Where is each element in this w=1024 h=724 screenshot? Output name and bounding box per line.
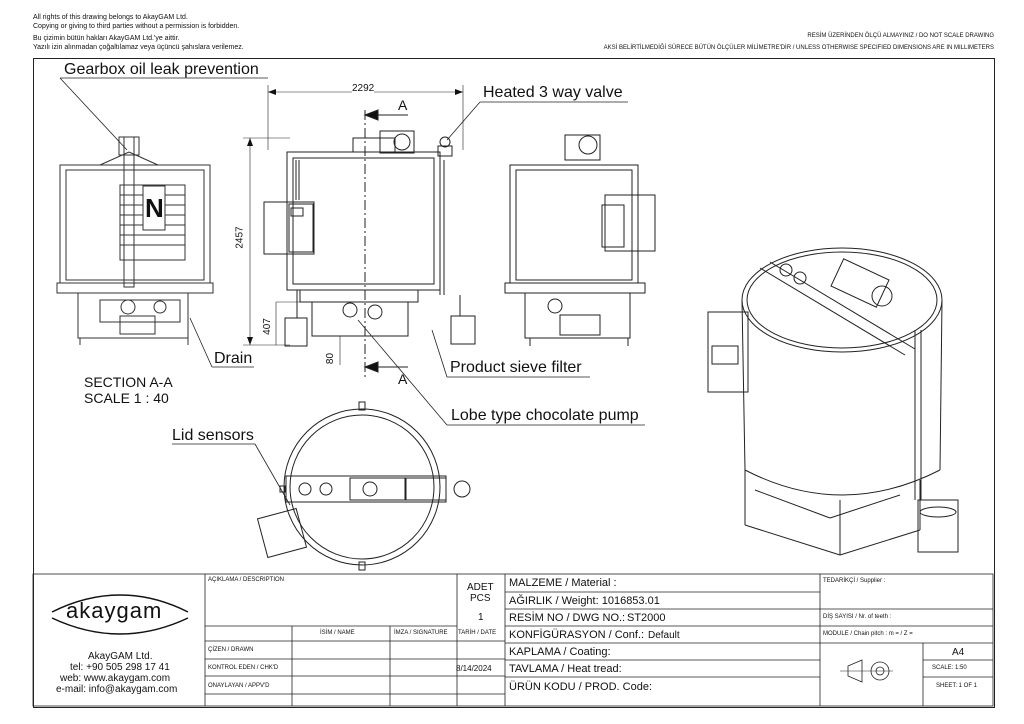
company-name: AkayGAM Ltd. [88,651,153,662]
supplier-label: TEDARİKÇİ / Supplier : [823,578,886,584]
rights-line-4: Yazılı izin alınmadan çoğaltılamaz veya … [33,44,244,51]
qty-label-2: PCS [470,593,491,604]
callout-lid-sensors: Lid sensors [172,427,254,444]
top-view [256,401,471,571]
prod-label: ÜRÜN KODU / PROD. Code: [509,681,653,693]
dim-height: 2457 [234,226,246,249]
conf-value: Default [648,630,680,641]
callout-leaders [59,77,645,506]
drawn-label: ÇİZEN / DRAWN [208,647,254,653]
units-note: AKSİ BELİRTİLMEDİĞİ SÜRECE BÜTÜN ÖLÇÜLER… [603,45,994,51]
dim-width: 2292 [352,83,375,94]
side-view [504,134,656,346]
date-value: 8/14/2024 [456,664,492,673]
title-block-grid [32,573,994,707]
dwg-value: ST2000 [627,612,666,624]
date-label: TARİH / DATE [458,630,497,636]
material-label: MALZEME / Material : [509,577,617,589]
callout-sieve-filter: Product sieve filter [450,359,582,376]
company-web: web: www.akaygam.com [60,673,171,684]
panel-letter: N [145,193,164,223]
section-view [56,136,214,345]
company-email: e-mail: info@akaygam.com [56,684,178,695]
dim-foot: 80 [325,352,337,365]
conf-label: KONFİGÜRASYON / Conf.: [509,629,645,641]
front-view [243,85,476,380]
dim-base: 407 [261,318,273,335]
teeth-label: DİŞ SAYISI / Nr. of teeth : [823,614,892,620]
module-label: MODULE / Chain pitch : m = / Z = [823,631,913,637]
paper-size: A4 [952,647,965,658]
signature-label: İMZA / SIGNATURE [394,630,448,636]
checked-label: KONTROL EDEN / CHK'D [208,665,279,671]
no-scale-note: RESİM ÜZERİNDEN ÖLÇÜ ALMAYINIZ / DO NOT … [807,33,994,39]
sheet-scale: SCALE: 1:50 [932,665,967,671]
callout-gearbox: Gearbox oil leak prevention [64,61,259,78]
logo-text: akaygam [66,598,163,623]
section-marker-bottom: A [398,371,408,387]
description-label: AÇIKLAMA / DESCRIPTION [208,577,285,583]
callout-heated-valve: Heated 3 way valve [483,84,623,101]
coating-label: KAPLAMA / Coating: [509,646,611,658]
isometric-view [707,247,959,556]
name-label: İSİM / NAME [320,630,355,636]
qty-label-1: ADET [467,582,494,593]
rights-line-3: Bu çizimin bütün hakları AkayGAM Ltd.'ye… [33,35,180,42]
rights-line-1: All rights of this drawing belongs to Ak… [33,14,188,21]
logo-mark [51,594,189,635]
qty-value: 1 [478,612,484,623]
sheet-number: SHEET: 1 OF 1 [936,683,978,689]
approved-label: ONAYLAYAN / APPV'D [208,683,270,689]
section-scale: SCALE 1 : 40 [84,390,169,406]
heat-label: TAVLAMA / Heat tread: [509,663,622,675]
drawing-border [33,58,995,708]
callout-drain: Drain [214,350,253,367]
section-title: SECTION A-A [84,374,173,390]
rights-line-2: Copying or giving to third parties witho… [33,23,240,30]
dwg-label: RESİM NO / DWG NO.: [509,612,626,624]
section-marker-top: A [398,97,408,113]
weight-label: AĞIRLIK / Weight: 1016853.01 [509,595,660,607]
company-tel: tel: +90 505 298 17 41 [70,662,170,673]
callout-lobe-pump: Lobe type chocolate pump [451,407,639,424]
